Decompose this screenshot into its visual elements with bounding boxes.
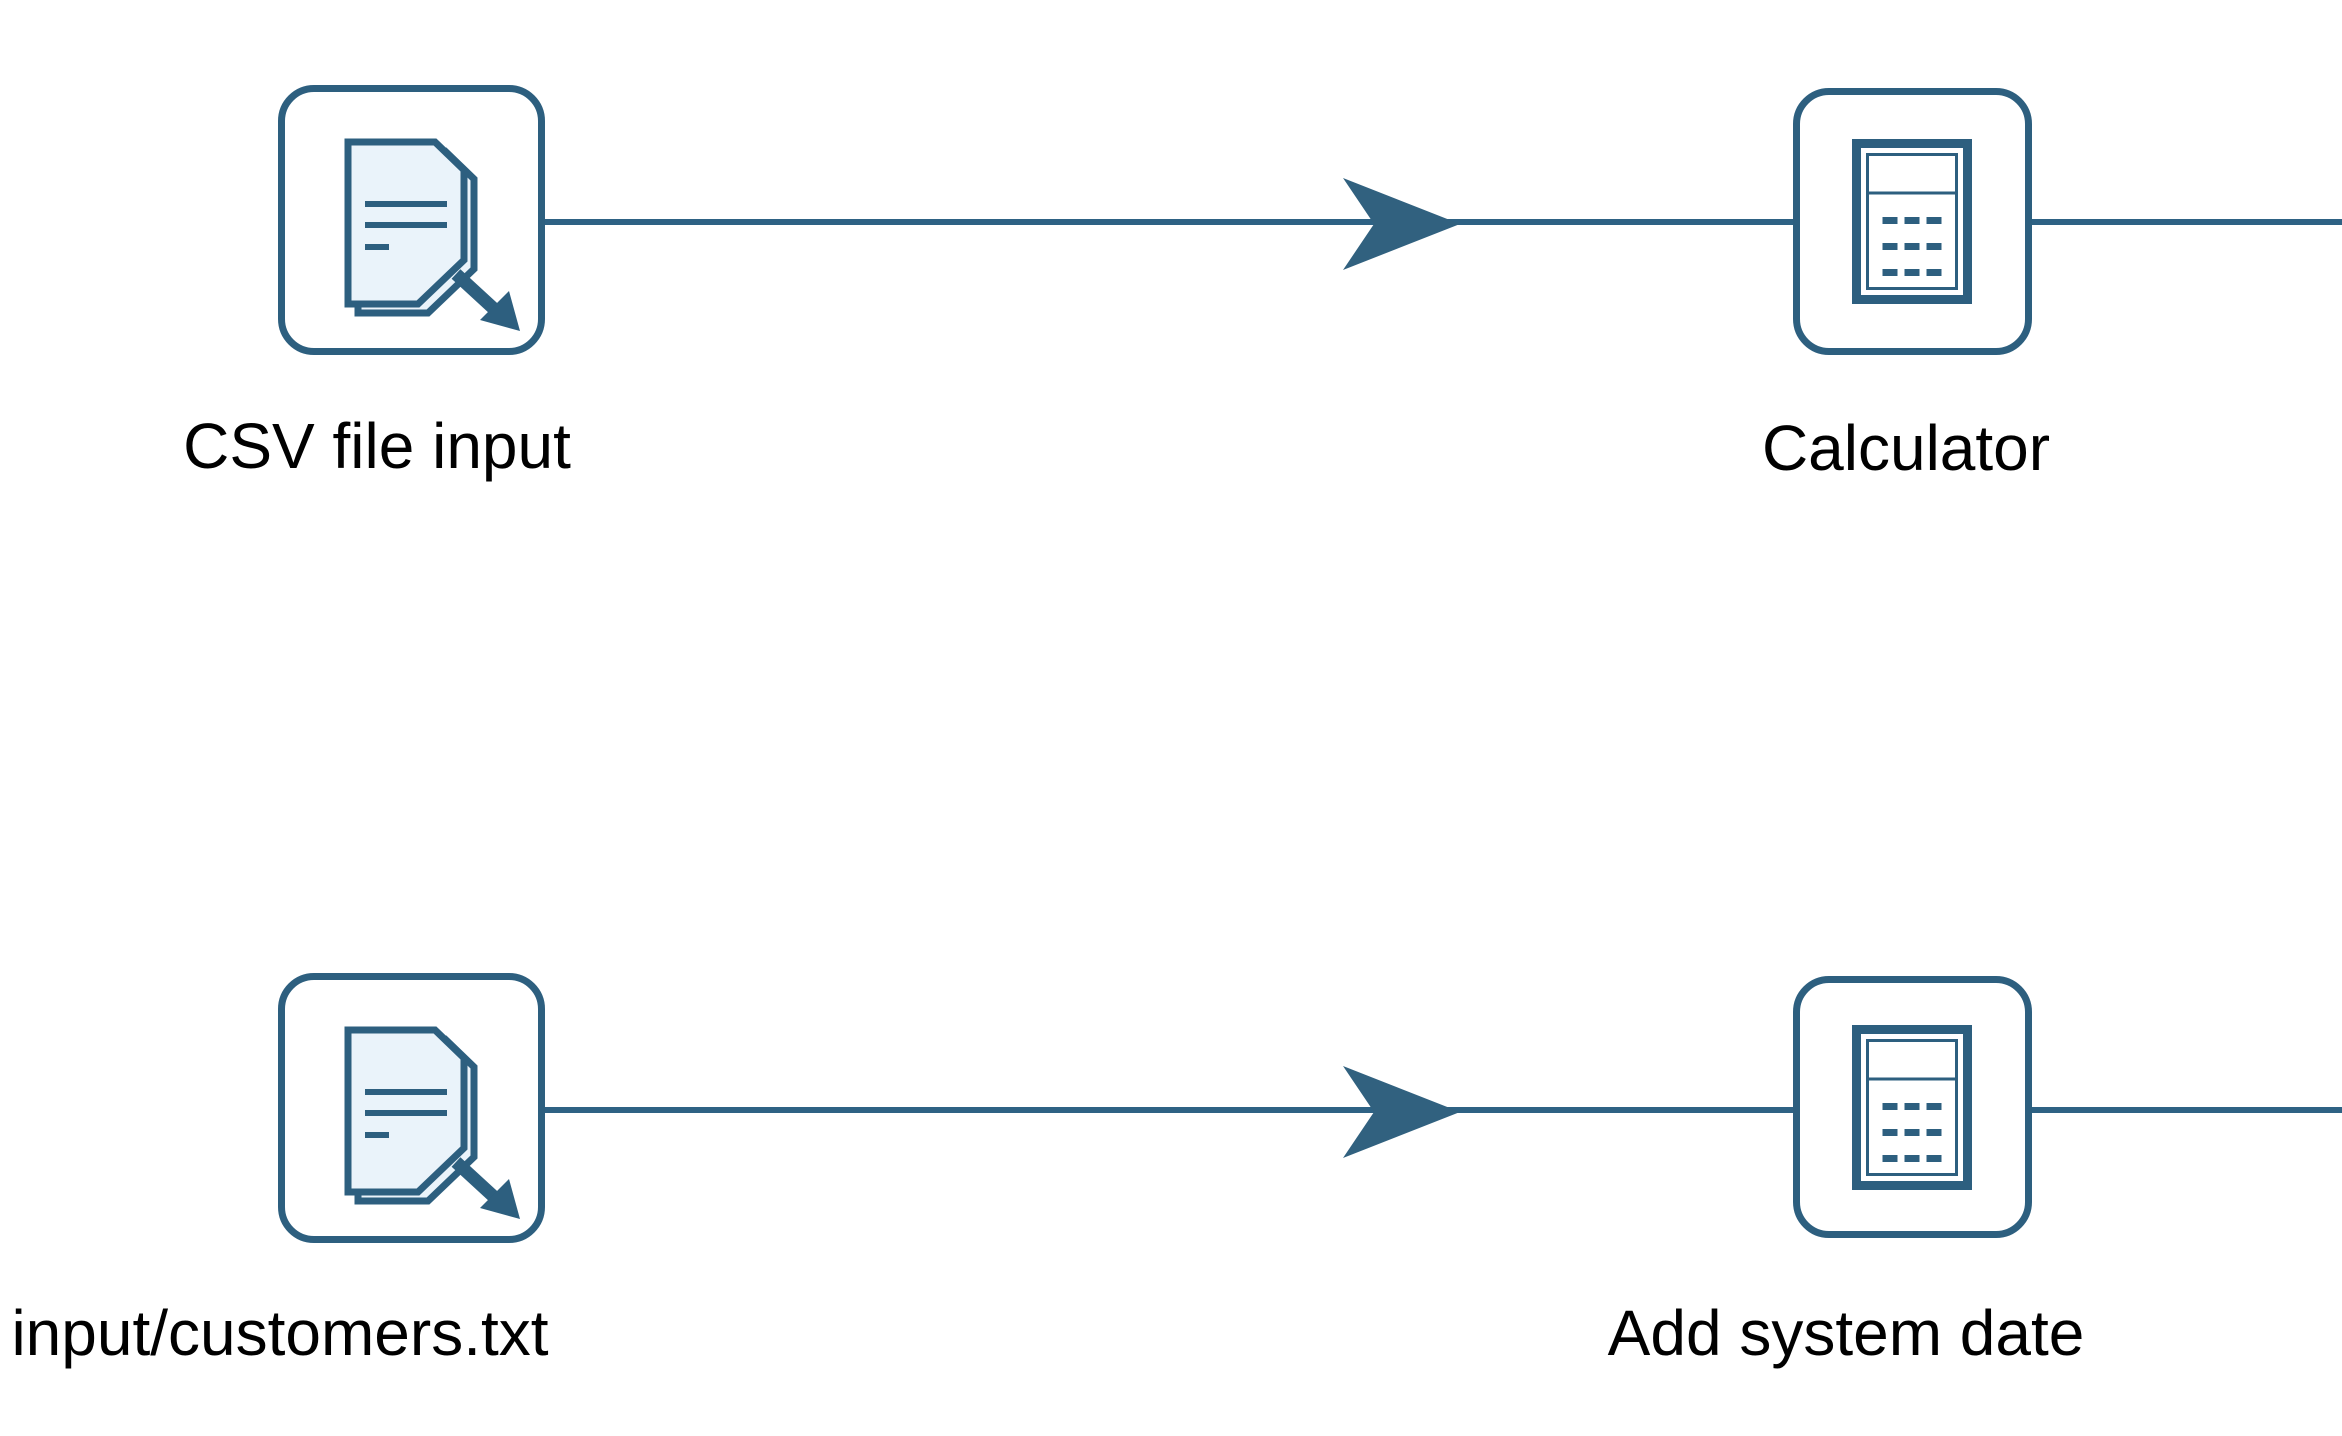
step-label-add-system-date: Add system date xyxy=(1607,1297,2085,1369)
hop-arrow-icon-row1[interactable] xyxy=(1338,172,1468,282)
calculator-icon xyxy=(1852,139,1972,304)
step-label-calculator: Calculator xyxy=(1761,412,2051,484)
file-input-icon xyxy=(344,1026,520,1219)
step-label-input-customers-txt: input/customers.txt xyxy=(11,1297,549,1369)
step-node-add-system-date[interactable] xyxy=(1793,976,2032,1238)
calculator-icon xyxy=(1852,1025,1972,1190)
step-label-csv-file-input: CSV file input xyxy=(183,410,571,482)
step-node-calculator[interactable] xyxy=(1793,88,2032,355)
step-node-csv-file-input[interactable] xyxy=(278,85,545,355)
file-input-icon xyxy=(344,138,520,331)
hop-arrow-icon-row2[interactable] xyxy=(1338,1060,1468,1170)
step-node-input-customers-txt[interactable] xyxy=(278,973,545,1243)
